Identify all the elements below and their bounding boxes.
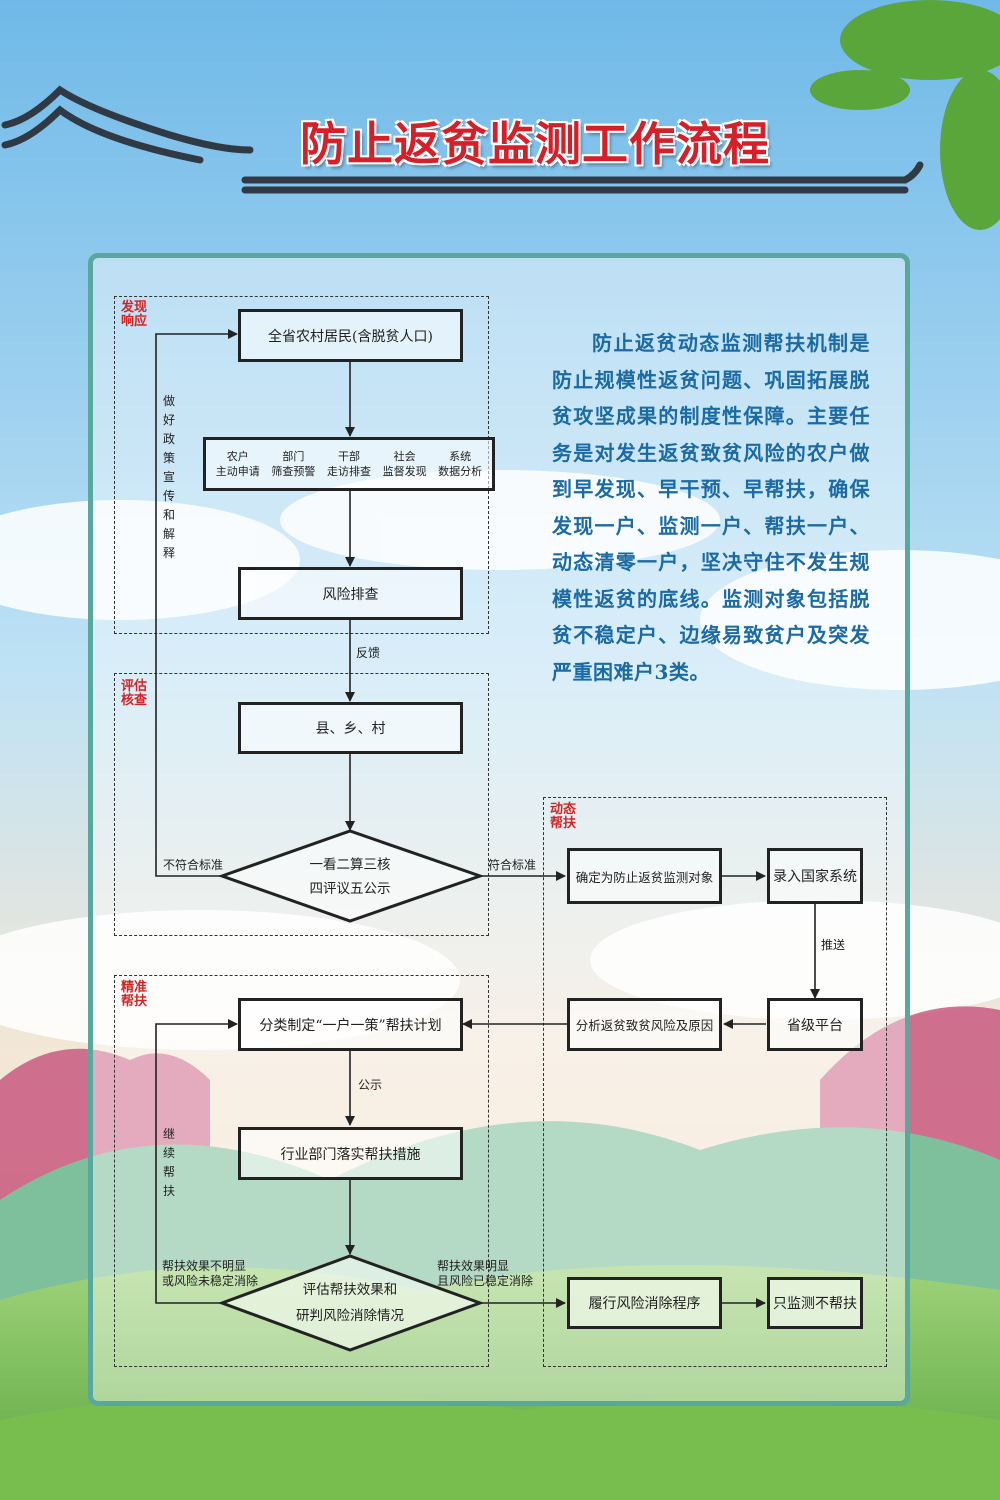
page-title: 防止返贫监测工作流程 [300, 117, 770, 171]
zone-label-discover: 发现响应 [121, 300, 148, 329]
edge-label-obvious-2: 且风险已稳定消除 [437, 1274, 534, 1288]
edge-label-push: 推送 [821, 938, 846, 952]
channel-cadre: 干部走访排查 [326, 450, 371, 478]
intro-paragraph: 防止返贫动态监测帮扶机制是防止规模性返贫问题、巩固拓展脱贫攻坚成果的制度性保障。… [552, 331, 870, 684]
node-county-township-village: 县、乡、村 [238, 702, 463, 754]
edge-label-publicize: 公示 [358, 1078, 383, 1092]
diamond-evaluate [217, 1254, 485, 1352]
zone-label-assess: 评估核查 [121, 679, 148, 708]
diamond-evaluate-text-2: 研判风险消除情况 [296, 1308, 404, 1324]
diamond-check-text-2: 四评议五公示 [309, 881, 391, 897]
node-residents: 全省农村居民(含脱贫人口) [238, 309, 463, 362]
node-enter-system: 录入国家系统 [767, 848, 863, 904]
zone-assess [114, 673, 489, 936]
edge-label-policy: 做好政策宣传和解释 [162, 394, 175, 560]
diamond-check [217, 829, 485, 923]
node-analyze-risk: 分析返贫致贫风险及原因 [567, 998, 722, 1051]
zone-label-dynamic: 动态帮扶 [550, 802, 577, 831]
edge-label-meet: 符合标准 [488, 858, 537, 872]
roof-decoration [1, 85, 924, 194]
node-eliminate-risk: 履行风险消除程序 [567, 1277, 722, 1329]
edge-label-continue: 继续帮扶 [162, 1127, 175, 1198]
diamond-check-text-1: 一看二算三核 [309, 857, 391, 873]
edge-label-not-obvious-1: 帮扶效果不明显 [162, 1259, 247, 1273]
node-provincial-platform: 省级平台 [767, 998, 863, 1051]
channel-society: 社会监督发现 [382, 450, 427, 478]
edge-label-not-meet: 不符合标准 [163, 858, 224, 872]
edge-label-feedback: 反馈 [356, 646, 381, 660]
node-risk-check: 风险排查 [238, 567, 463, 620]
channel-farmer: 农户主动申请 [215, 450, 260, 478]
zone-precise [114, 975, 489, 1367]
zone-label-precise: 精准帮扶 [121, 980, 148, 1009]
node-implement-measures: 行业部门落实帮扶措施 [238, 1127, 463, 1180]
edge-label-not-obvious-2: 或风险未稳定消除 [162, 1274, 259, 1288]
node-confirm-target: 确定为防止返贫监测对象 [567, 848, 722, 904]
channel-system: 系统数据分析 [438, 450, 483, 478]
node-channels: 农户主动申请 部门筛查预警 干部走访排查 社会监督发现 系统数据分析 [203, 437, 495, 491]
tree-leaves [810, 0, 1000, 230]
diamond-evaluate-text-1: 评估帮扶效果和 [302, 1282, 398, 1298]
clouds [0, 470, 1000, 1050]
edge-label-obvious-1: 帮扶效果明显 [437, 1259, 510, 1273]
zone-dynamic [543, 797, 887, 1367]
node-monitor-only: 只监测不帮扶 [767, 1277, 863, 1329]
channel-department: 部门筛查预警 [271, 450, 316, 478]
node-household-plan: 分类制定“一户一策”帮扶计划 [238, 998, 463, 1051]
